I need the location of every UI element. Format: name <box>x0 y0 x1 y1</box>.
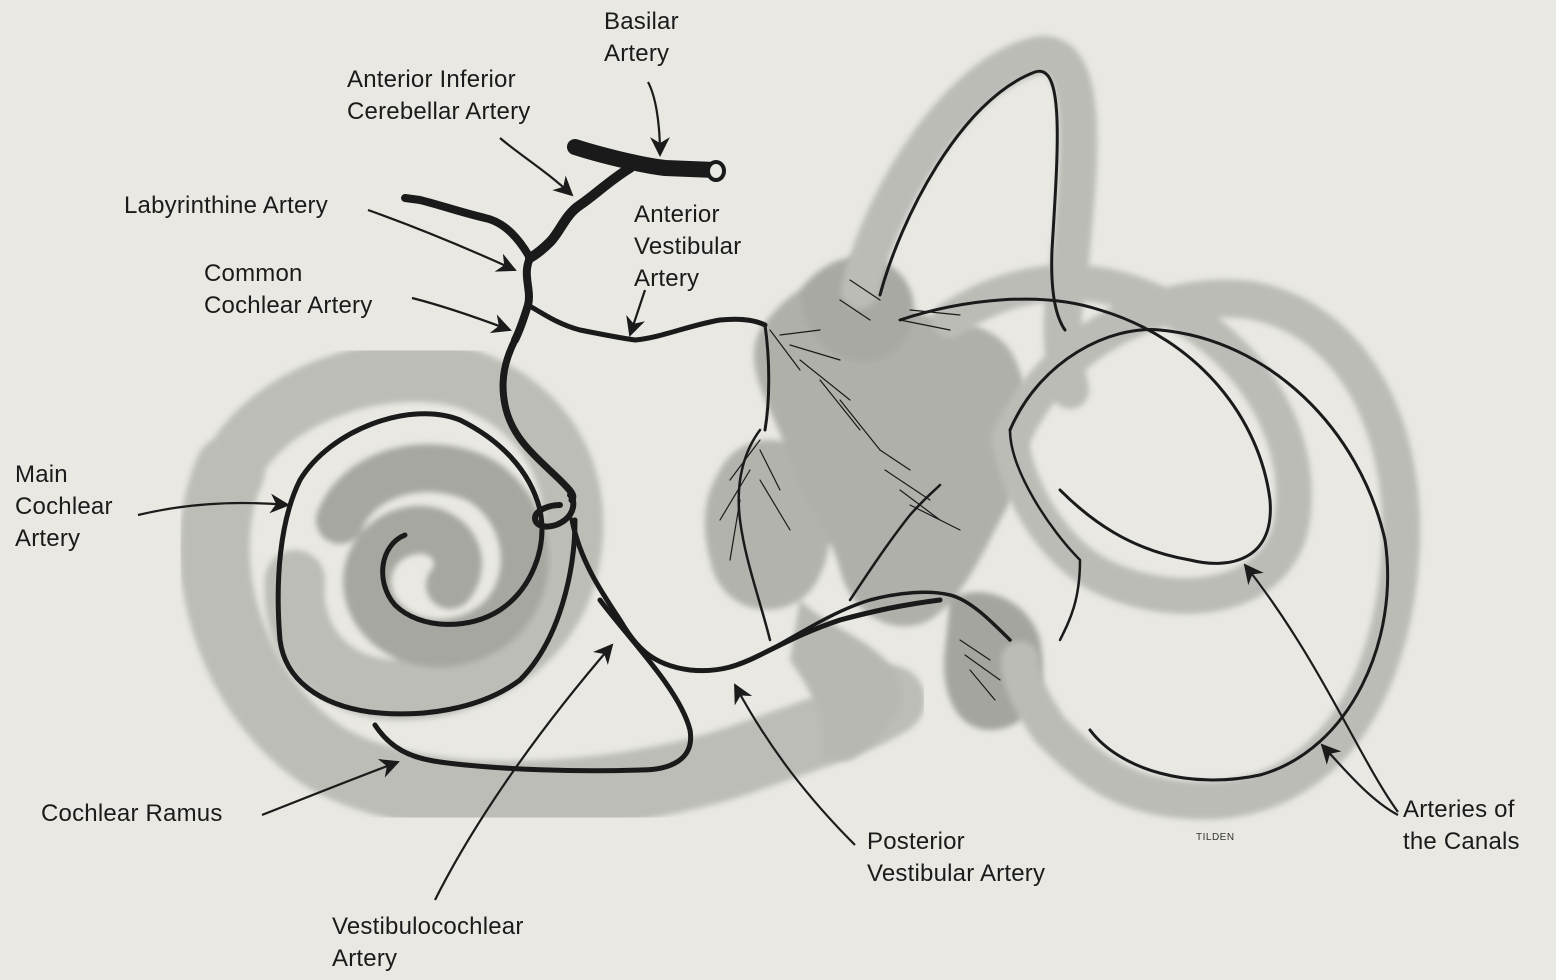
label-anterior-vestibular-artery: Anterior Vestibular Artery <box>634 199 741 295</box>
leader-aica <box>500 138 572 195</box>
label-common-cochlear-artery: Common Cochlear Artery <box>204 258 372 322</box>
label-cochlear-ramus: Cochlear Ramus <box>41 798 223 830</box>
artist-signature: TILDEN <box>1196 832 1235 843</box>
label-basilar-artery: Basilar Artery <box>604 6 679 70</box>
label-main-cochlear-artery: Main Cochlear Artery <box>15 459 113 555</box>
label-vestibulocochlear-artery: Vestibulocochlear Artery <box>332 911 524 975</box>
label-aica: Anterior Inferior Cerebellar Artery <box>347 64 530 128</box>
label-posterior-vestibular-artery: Posterior Vestibular Artery <box>867 826 1045 890</box>
cochlea-apical-turn <box>340 468 525 643</box>
basilar-artery-vessel <box>575 147 715 170</box>
leader-anterior-vestibular <box>630 290 645 335</box>
label-labyrinthine-artery: Labyrinthine Artery <box>124 190 328 222</box>
leader-basilar <box>648 82 660 155</box>
labyrinthine-trunk <box>515 258 530 340</box>
aica-vessel <box>530 168 630 258</box>
anterior-vestibular-vessel <box>528 305 765 340</box>
label-arteries-of-the-canals: Arteries of the Canals <box>1403 794 1520 858</box>
vestibule-tissue <box>705 257 1043 760</box>
leader-common-cochlear <box>412 298 510 330</box>
basilar-artery-lumen <box>708 162 724 180</box>
